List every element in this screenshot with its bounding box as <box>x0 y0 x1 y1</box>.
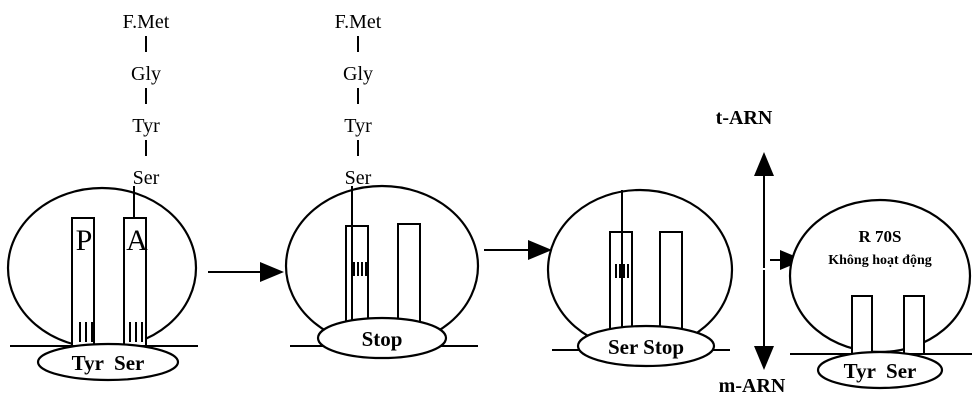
codon-label-2: Stop <box>362 327 403 351</box>
chain-residue-gly: Gly <box>131 63 161 85</box>
chain-residue-fmet: F.Met <box>123 11 170 33</box>
ribosome-4 <box>788 198 972 354</box>
ribosome-1 <box>6 186 198 350</box>
chain-residue-tyr: Tyr <box>132 115 160 137</box>
codon-label-1: Tyr Ser <box>72 351 145 375</box>
ribosome-status: Không hoạt động <box>828 253 931 268</box>
mrna-codon-oval-4 <box>816 350 944 390</box>
chain-residue-ser: Ser <box>133 167 160 189</box>
site-p-label: P <box>76 224 93 257</box>
mrna-axis-label: m-ARN <box>719 375 786 396</box>
dissociation-axis: t-ARN m-ARN <box>716 107 786 396</box>
chain-residue-gly: Gly <box>343 63 373 85</box>
mrna-codon-oval-1 <box>36 342 180 382</box>
peptide-chain-2: F.Met Gly Tyr Ser <box>335 11 382 189</box>
stage-1: F.Met Gly Tyr Ser P A Tyr Ser <box>6 11 198 382</box>
mrna-codon-oval-2 <box>316 316 448 360</box>
ribosome-slot-right <box>903 295 925 355</box>
ribosome-slot-left <box>851 295 873 355</box>
chain-residue-ser: Ser <box>345 167 372 189</box>
stage-3: Ser Stop <box>546 188 734 368</box>
chain-residue-tyr: Tyr <box>344 115 372 137</box>
chain-residue-fmet: F.Met <box>335 11 382 33</box>
stage-4: R 70S Không hoạt động Tyr Ser <box>788 198 972 390</box>
stage-2: F.Met Gly Tyr Ser Stop <box>284 11 480 360</box>
site-a-label: A <box>126 224 148 257</box>
codon-label-4: Tyr Ser <box>844 359 917 383</box>
mrna-codon-oval-3 <box>576 324 716 368</box>
codon-label-3: Ser Stop <box>608 335 684 359</box>
trna-axis-label: t-ARN <box>716 107 773 129</box>
ribosome-title: R 70S <box>859 227 902 246</box>
peptide-chain-1: F.Met Gly Tyr Ser <box>123 11 170 189</box>
